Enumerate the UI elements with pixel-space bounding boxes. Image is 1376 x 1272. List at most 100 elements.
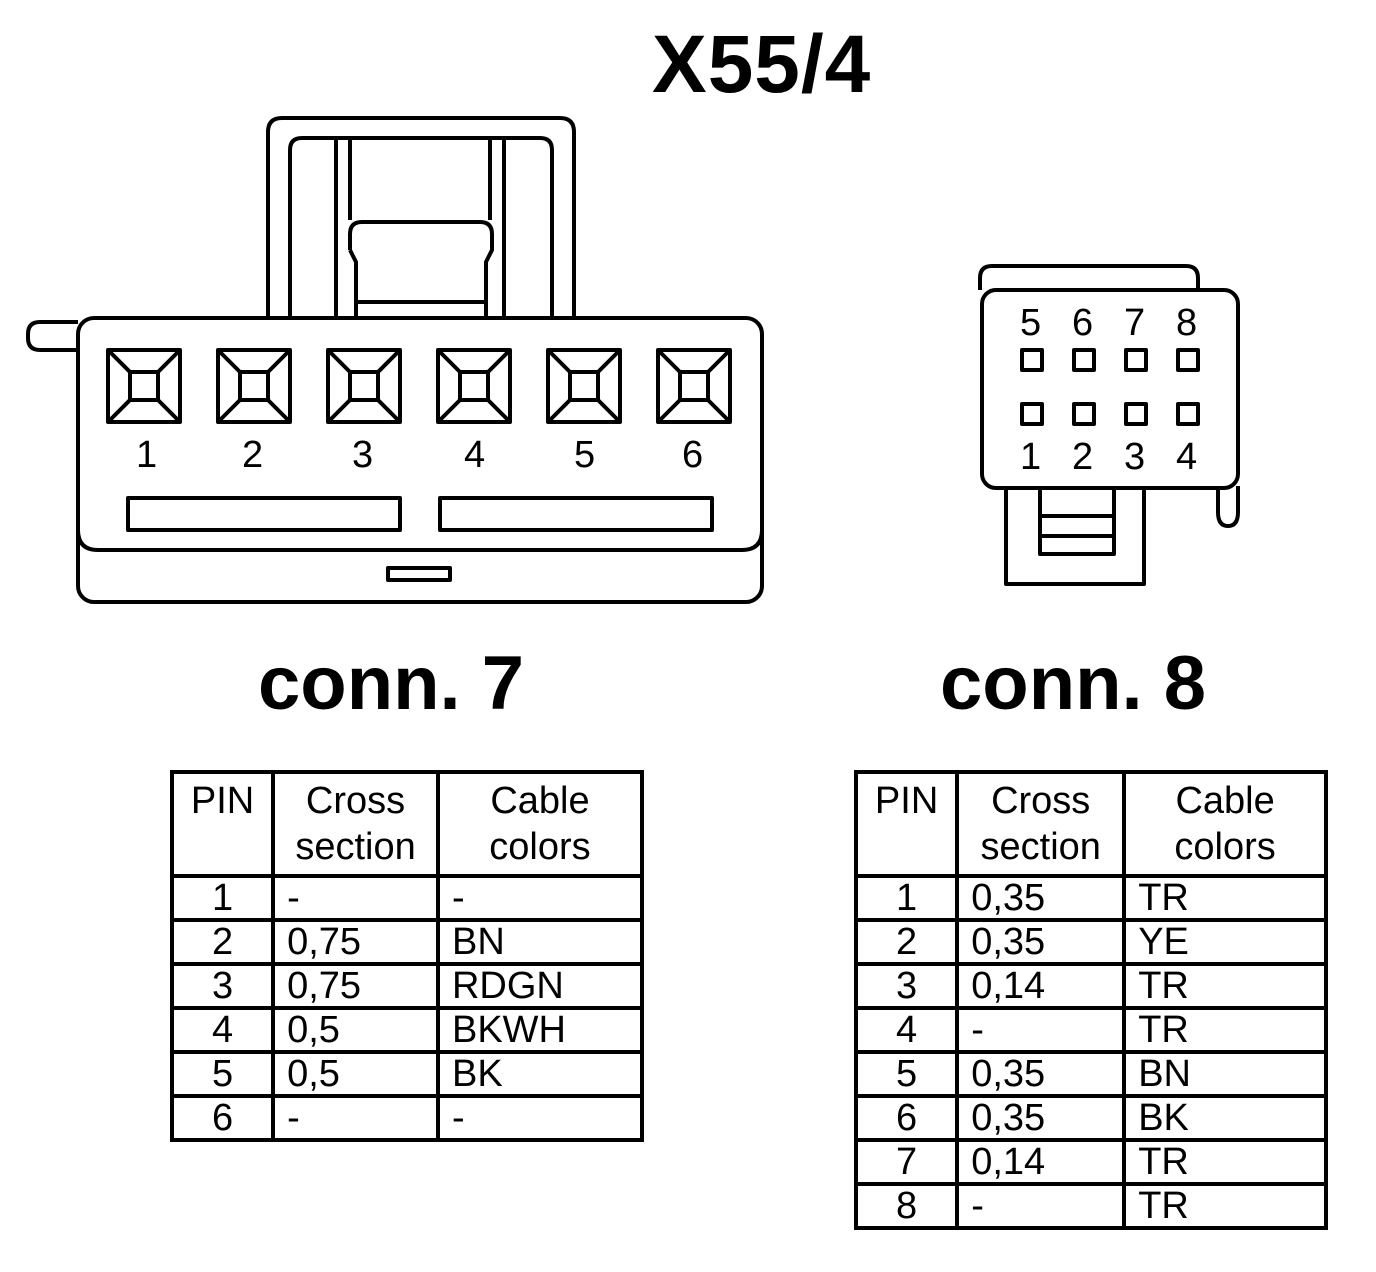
cable-color-cell: - — [435, 1094, 645, 1142]
conn8-pin-label-1: 1 — [1020, 436, 1042, 478]
conn7-pin-cavity — [216, 348, 292, 424]
cross-section-cell: 0,35 — [955, 1094, 1127, 1142]
table-header-row: PIN Cross section Cable colors — [853, 770, 1328, 878]
table-row: 6-- — [169, 1094, 645, 1142]
header-cross-section: Cross section — [955, 770, 1127, 878]
pin-cell: 7 — [853, 1138, 960, 1186]
conn8-pin-label-7: 7 — [1124, 302, 1146, 344]
pin-cell: 2 — [853, 918, 960, 966]
header-cable-colors: Cable colors — [1122, 770, 1328, 878]
conn7-pin-cavity — [656, 348, 732, 424]
header-cross-section: Cross section — [271, 770, 440, 878]
pin-cell: 5 — [853, 1050, 960, 1098]
cable-color-cell: BN — [435, 918, 645, 966]
conn8-pin-cavity — [1020, 348, 1044, 372]
conn8-pin-cavity — [1124, 402, 1148, 426]
connector-8-drawing — [978, 264, 1240, 586]
cable-color-cell: TR — [1122, 874, 1328, 922]
cross-section-cell: 0,35 — [955, 918, 1127, 966]
header-cable-colors: Cable colors — [435, 770, 645, 878]
cable-color-cell: TR — [1122, 1182, 1328, 1230]
cable-color-cell: BKWH — [435, 1006, 645, 1054]
conn8-pin-cavity — [1072, 402, 1096, 426]
conn8-pin-label-6: 6 — [1072, 302, 1094, 344]
conn7-pin-label-4: 4 — [464, 434, 486, 476]
cable-color-cell: TR — [1122, 1006, 1328, 1054]
pin-cell: 3 — [169, 962, 276, 1010]
conn7-pin-cavity — [546, 348, 622, 424]
connector-8-label: conn. 8 — [940, 641, 1207, 726]
cross-section-cell: 0,75 — [271, 918, 440, 966]
pin-cell: 6 — [169, 1094, 276, 1142]
diagram-title: X55/4 — [652, 19, 872, 110]
cable-color-cell: BK — [435, 1050, 645, 1098]
pin-cell: 2 — [169, 918, 276, 966]
cross-section-cell: 0,75 — [271, 962, 440, 1010]
cross-section-cell: 0,35 — [955, 874, 1127, 922]
table-row: 1-- — [169, 874, 645, 922]
table-row: 8-TR — [853, 1182, 1328, 1230]
conn7-pin-cavity — [436, 348, 512, 424]
cross-section-cell: - — [271, 1094, 440, 1142]
cable-color-cell: TR — [1122, 962, 1328, 1010]
connector-7-label: conn. 7 — [258, 641, 525, 726]
pin-cell: 8 — [853, 1182, 960, 1230]
cable-color-cell: - — [435, 874, 645, 922]
cross-section-cell: - — [271, 874, 440, 922]
conn7-pin-cavity — [106, 348, 182, 424]
cross-section-cell: 0,35 — [955, 1050, 1127, 1098]
conn8-pin-label-5: 5 — [1020, 302, 1042, 344]
connector-7-drawing — [26, 116, 764, 604]
pin-cell: 4 — [853, 1006, 960, 1054]
cross-section-cell: - — [955, 1182, 1127, 1230]
conn8-pin-cavity — [1176, 402, 1200, 426]
table-header-row: PIN Cross section Cable colors — [169, 770, 645, 878]
conn8-pin-cavity — [1020, 402, 1044, 426]
cable-color-cell: TR — [1122, 1138, 1328, 1186]
conn8-pin-label-2: 2 — [1072, 436, 1094, 478]
pin-cell: 4 — [169, 1006, 276, 1054]
conn8-pin-label-8: 8 — [1176, 302, 1198, 344]
cable-color-cell: BK — [1122, 1094, 1328, 1142]
connector-8-pin-cells — [1020, 348, 1200, 426]
pin-cell: 1 — [853, 874, 960, 922]
cable-color-cell: YE — [1122, 918, 1328, 966]
header-pin: PIN — [169, 770, 276, 878]
conn8-pin-label-3: 3 — [1124, 436, 1146, 478]
conn7-pin-label-5: 5 — [574, 434, 596, 476]
conn8-pin-label-4: 4 — [1176, 436, 1198, 478]
header-pin: PIN — [853, 770, 960, 878]
cable-color-cell: BN — [1122, 1050, 1328, 1098]
conn7-pin-label-2: 2 — [242, 434, 264, 476]
pin-cell: 5 — [169, 1050, 276, 1098]
cross-section-cell: 0,5 — [271, 1006, 440, 1054]
conn8-pin-cavity — [1072, 348, 1096, 372]
conn8-pin-cavity — [1124, 348, 1148, 372]
conn7-pin-label-6: 6 — [682, 434, 704, 476]
cross-section-cell: 0,14 — [955, 1138, 1127, 1186]
pin-cell: 3 — [853, 962, 960, 1010]
cross-section-cell: 0,14 — [955, 962, 1127, 1010]
cable-color-cell: RDGN — [435, 962, 645, 1010]
connector-7-pin-cells — [106, 348, 732, 424]
conn7-pin-label-1: 1 — [136, 434, 158, 476]
conn7-pin-cavity — [326, 348, 402, 424]
table-row: 4-TR — [853, 1006, 1328, 1054]
pin-cell: 1 — [169, 874, 276, 922]
pin-cell: 6 — [853, 1094, 960, 1142]
conn8-pin-cavity — [1176, 348, 1200, 372]
cross-section-cell: - — [955, 1006, 1127, 1054]
